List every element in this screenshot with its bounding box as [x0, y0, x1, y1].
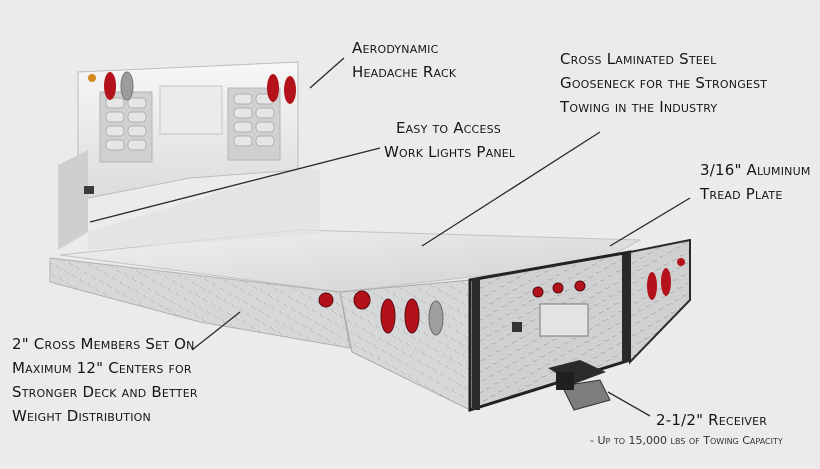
headache-rack — [58, 61, 299, 250]
callout-line: 2" Cross Members Set On — [12, 335, 195, 353]
callout-receiver: 2-1/2" Receiver — [656, 408, 767, 432]
callout-work-lights: Easy to Access Work Lights Panel — [384, 116, 515, 164]
callout-line: Weight Distribution — [12, 407, 151, 425]
callout-line: Work Lights Panel — [384, 143, 516, 161]
callout-headache-rack: Aerodynamic Headache Rack — [352, 36, 456, 84]
side-rail — [49, 257, 351, 349]
callout-line: Headache Rack — [352, 63, 457, 81]
callout-line: Maximum 12" Centers for — [12, 359, 192, 377]
callout-line: Gooseneck for the Strongest — [560, 74, 768, 92]
callout-leaders — [89, 57, 691, 417]
rack-tail-light — [104, 72, 116, 100]
callout-tread-plate: 3/16" Aluminum Tread Plate — [700, 158, 811, 206]
callout-line: Tread Plate — [700, 185, 783, 203]
receiver-hitch — [548, 360, 611, 411]
receiver-capacity-note: - Up to 15,000 lbs of Towing Capacity — [590, 434, 783, 447]
callout-line: Aerodynamic — [352, 39, 439, 57]
callout-cross-members: 2" Cross Members Set On Maximum 12" Cent… — [12, 332, 198, 428]
callout-line: Stronger Deck and Better — [12, 383, 198, 401]
callout-gooseneck: Cross Laminated Steel Gooseneck for the … — [560, 47, 767, 119]
amber-marker-light — [88, 74, 96, 82]
callout-line: Cross Laminated Steel — [560, 50, 717, 68]
callout-line: 3/16" Aluminum — [700, 161, 811, 179]
callout-line: Towing in the Industry — [560, 98, 718, 116]
callout-line: Easy to Access — [396, 119, 501, 137]
callout-line: 2-1/2" Receiver — [656, 411, 768, 429]
